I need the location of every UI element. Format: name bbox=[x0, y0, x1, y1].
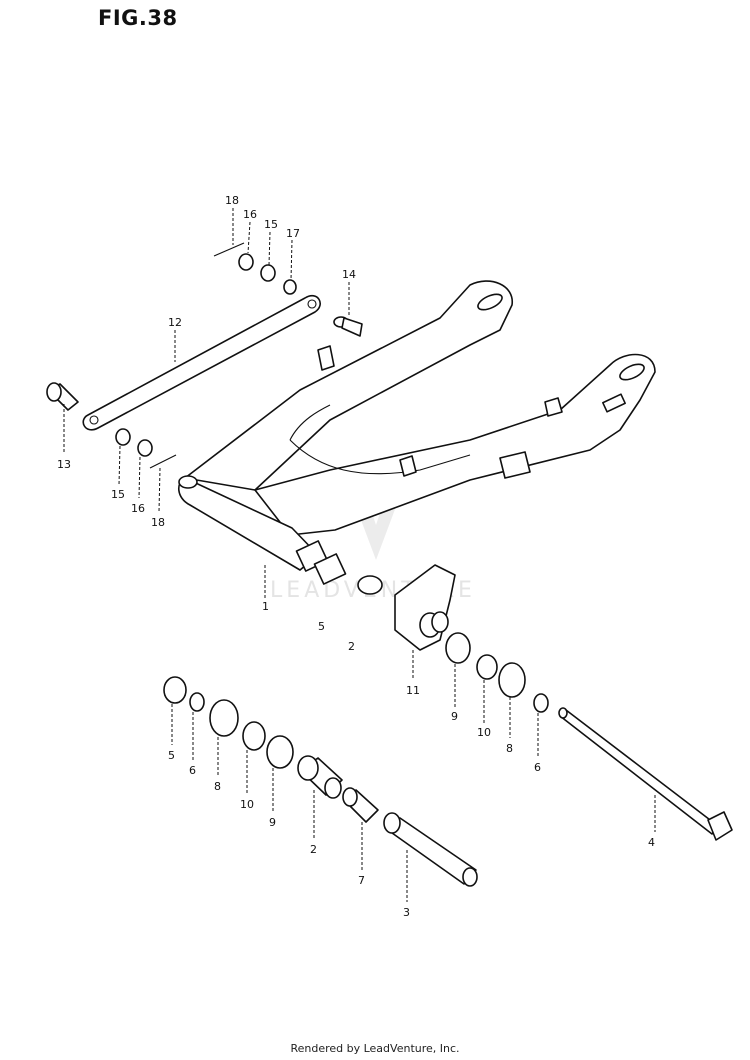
footer-credit: Rendered by LeadVenture, Inc. bbox=[290, 1042, 460, 1055]
callout-10-right: 10 bbox=[477, 726, 491, 739]
callout-7: 7 bbox=[358, 874, 365, 887]
callout-12: 12 bbox=[168, 316, 182, 329]
callout-5-mid: 5 bbox=[318, 620, 325, 633]
part-3-pivot-shaft bbox=[383, 812, 478, 887]
callout-16-top: 16 bbox=[243, 208, 257, 221]
callout-11: 11 bbox=[406, 684, 420, 697]
callout-5-left: 5 bbox=[168, 749, 175, 762]
callout-18-mid: 18 bbox=[151, 516, 165, 529]
leader-lines bbox=[63, 208, 656, 902]
callout-17: 17 bbox=[286, 227, 300, 240]
part-4-axle-bolt bbox=[558, 707, 733, 841]
callout-6-right: 6 bbox=[534, 761, 541, 774]
callout-8-left: 8 bbox=[214, 780, 221, 793]
swingarm bbox=[178, 280, 656, 585]
callout-14: 14 bbox=[342, 268, 356, 281]
part-12-torque-rod bbox=[82, 295, 321, 431]
part-13-bolt bbox=[46, 382, 79, 411]
mid-fasteners bbox=[115, 428, 177, 469]
part-14-bolt bbox=[333, 316, 363, 337]
callout-labels: 18 16 15 17 14 12 13 15 16 18 1 5 2 11 9… bbox=[57, 194, 655, 919]
callout-13: 13 bbox=[57, 458, 71, 471]
part-2-bushing bbox=[297, 755, 343, 799]
callout-2-low: 2 bbox=[310, 843, 317, 856]
left-bearing-stack bbox=[163, 676, 294, 769]
right-bearing-stack bbox=[445, 632, 549, 713]
callout-16-mid: 16 bbox=[131, 502, 145, 515]
callout-3: 3 bbox=[403, 906, 410, 919]
top-fasteners bbox=[213, 242, 297, 295]
callout-15-top: 15 bbox=[264, 218, 278, 231]
callout-15-mid: 15 bbox=[111, 488, 125, 501]
part-7-sleeve bbox=[342, 787, 379, 823]
callout-4: 4 bbox=[648, 836, 655, 849]
callout-1: 1 bbox=[262, 600, 269, 613]
part-11-boss bbox=[394, 564, 456, 651]
part-5-spacer-mid bbox=[357, 575, 383, 595]
callout-18-top: 18 bbox=[225, 194, 239, 207]
figure-title: FIG.38 bbox=[98, 6, 178, 30]
callout-6-left: 6 bbox=[189, 764, 196, 777]
callout-8-right: 8 bbox=[506, 742, 513, 755]
callout-10-left: 10 bbox=[240, 798, 254, 811]
callout-9-left: 9 bbox=[269, 816, 276, 829]
callout-2-mid: 2 bbox=[348, 640, 355, 653]
callout-9-right: 9 bbox=[451, 710, 458, 723]
